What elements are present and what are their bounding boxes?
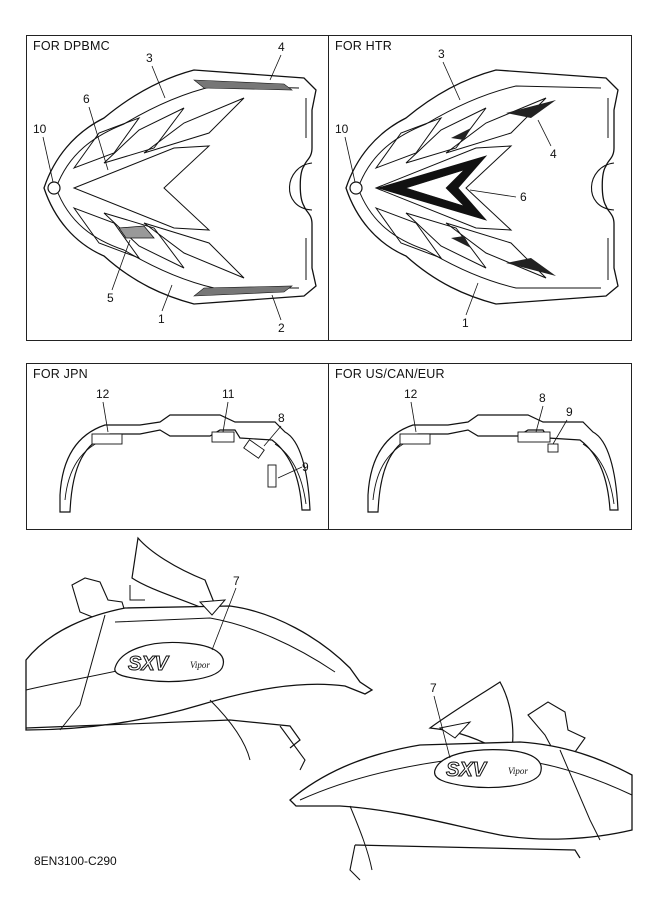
panel-us-can-eur: FOR US/CAN/EUR — [328, 363, 632, 530]
hood-dpbmc — [43, 69, 317, 305]
svg-text:Vipor: Vipor — [508, 766, 528, 776]
svg-text:4: 4 — [278, 40, 285, 54]
svg-text:Vipor: Vipor — [190, 660, 210, 670]
svg-text:9: 9 — [302, 460, 309, 474]
panel-jpn-title: FOR JPN — [33, 367, 88, 381]
svg-text:10: 10 — [33, 122, 47, 136]
svg-text:12: 12 — [404, 387, 418, 401]
hood-htr — [345, 69, 619, 305]
htr-callouts: 3 4 10 6 1 — [335, 47, 557, 330]
figure-code: 8EN3100-C290 — [34, 854, 117, 868]
dpbmc-callouts: 3 4 6 10 5 1 2 — [33, 40, 285, 335]
svg-text:7: 7 — [233, 574, 240, 588]
svg-text:6: 6 — [83, 92, 90, 106]
svg-text:8: 8 — [539, 391, 546, 405]
svg-text:2: 2 — [278, 321, 285, 335]
svg-text:9: 9 — [566, 405, 573, 419]
svg-text:3: 3 — [146, 51, 153, 65]
svg-text:3: 3 — [438, 47, 445, 61]
tunnel-jpn — [59, 414, 311, 513]
svg-text:12: 12 — [96, 387, 110, 401]
svg-text:11: 11 — [222, 387, 235, 401]
tunnel-us — [367, 414, 619, 513]
svg-text:6: 6 — [520, 190, 527, 204]
panel-us-title: FOR US/CAN/EUR — [335, 367, 445, 381]
sled-left: SXV Vipor 7 — [25, 536, 374, 771]
us-callouts: 12 8 9 — [404, 387, 573, 445]
svg-text:SXV: SXV — [446, 759, 488, 781]
jpn-callouts: 12 11 8 9 — [96, 387, 309, 479]
sxv-logo-right: SXV Vipor — [434, 749, 542, 789]
sled-right: SXV Vipor 7 — [289, 681, 633, 881]
panel-htr-title: FOR HTR — [335, 39, 392, 53]
svg-text:10: 10 — [335, 122, 349, 136]
svg-text:5: 5 — [107, 291, 114, 305]
panel-dpbmc-title: FOR DPBMC — [33, 39, 110, 53]
svg-text:1: 1 — [158, 312, 165, 326]
svg-text:4: 4 — [550, 147, 557, 161]
sxv-logo-left: SXV Vipor — [114, 641, 224, 683]
svg-text:8: 8 — [278, 411, 285, 425]
panel-htr: FOR HTR — [328, 35, 632, 341]
svg-text:SXV: SXV — [128, 653, 170, 675]
svg-text:1: 1 — [462, 316, 469, 330]
svg-text:7: 7 — [430, 681, 437, 695]
